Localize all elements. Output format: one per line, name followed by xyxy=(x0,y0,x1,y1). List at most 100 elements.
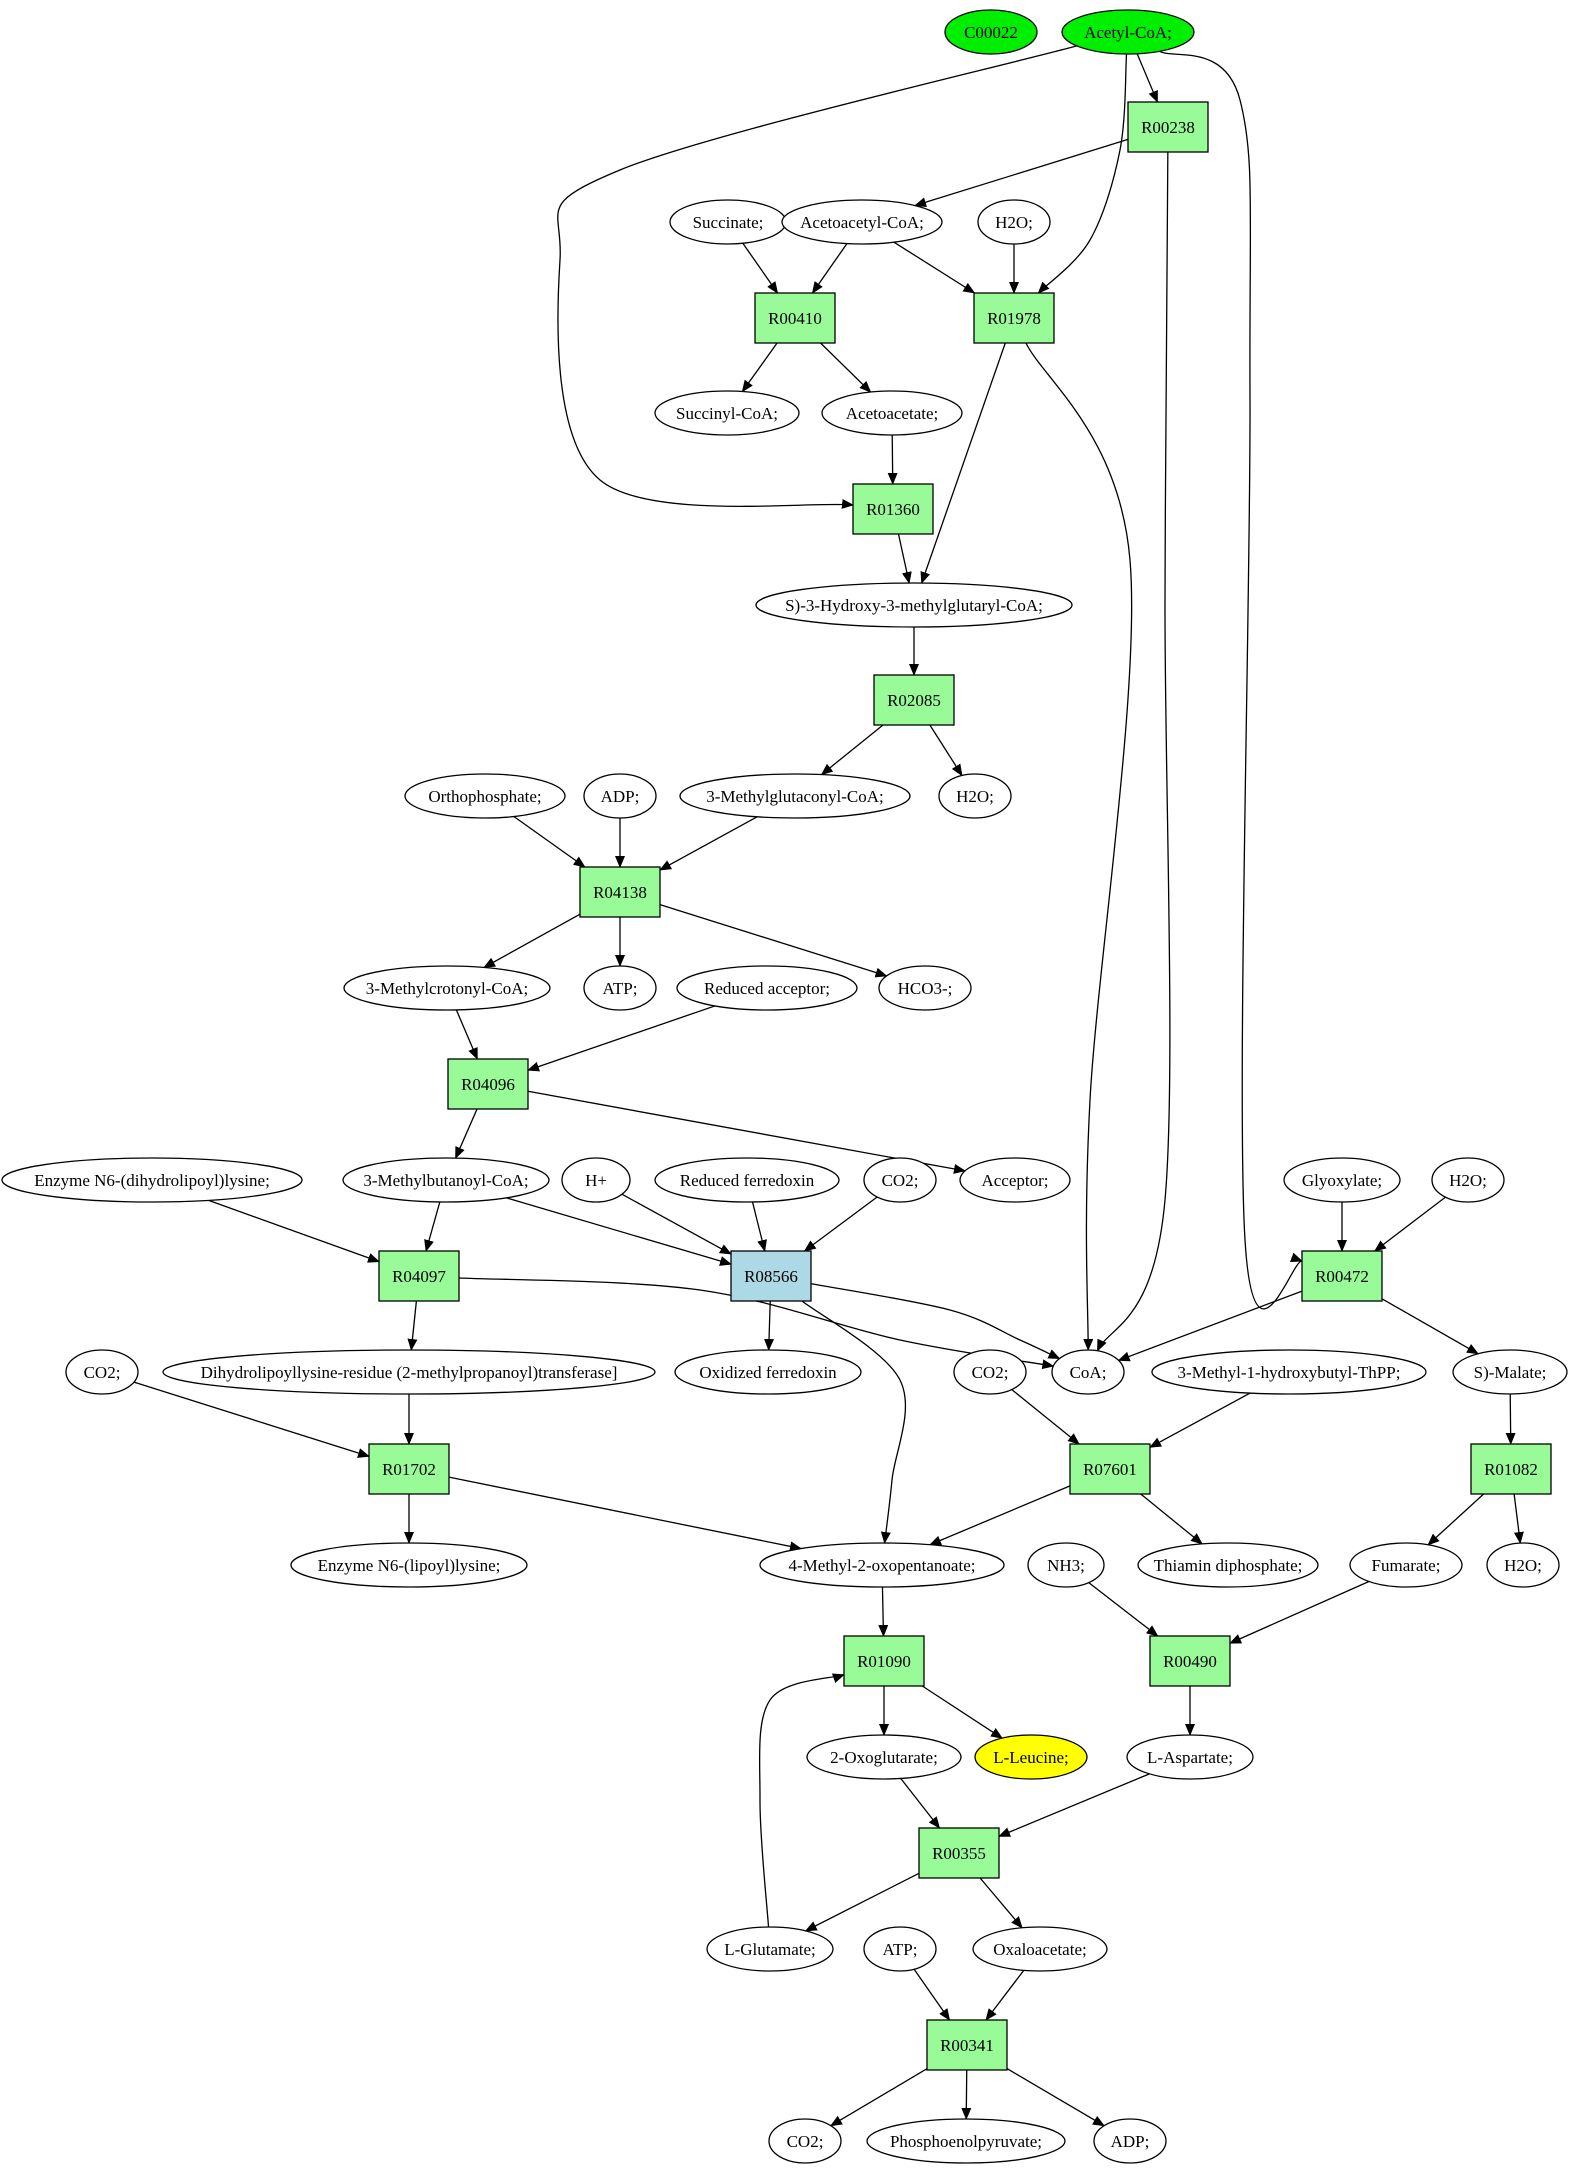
node-label: Acetoacetate; xyxy=(846,404,939,423)
node-r08566: R08566 xyxy=(730,1250,812,1302)
node-label: ATP; xyxy=(883,1940,918,1959)
compound-node-shape xyxy=(821,390,963,436)
node-r01702: R01702 xyxy=(368,1443,450,1495)
edge-r00472-to-smalate xyxy=(1381,1298,1479,1355)
edge-h2o_c-to-r00472 xyxy=(1374,1196,1446,1252)
node-label: H+ xyxy=(585,1171,607,1190)
compound-node-shape xyxy=(806,1734,962,1780)
node-co2_a: CO2; xyxy=(863,1157,937,1203)
edge-acetoacetate-to-r01360 xyxy=(887,434,898,485)
compound-node-shape xyxy=(1137,1542,1319,1588)
edge-r00355-to-glutamate xyxy=(804,1872,920,1932)
node-r00355: R00355 xyxy=(918,1827,1000,1879)
node-label: 3-Methylbutanoyl-CoA; xyxy=(363,1171,528,1190)
edge-r08566-to-oxidizedferredoxin xyxy=(764,1300,775,1351)
node-adp_b: ADP; xyxy=(1093,2118,1167,2164)
compound-node-shape xyxy=(342,1157,550,1203)
edge-oxaloacetate-to-r00341 xyxy=(985,1969,1025,2021)
edge-r00341-to-phosphoenolpyruvate xyxy=(961,2069,972,2120)
edge-r01702-to-methyloxopentanoate xyxy=(448,1476,802,1552)
edge-r02085-to-methylglutaconylcoa xyxy=(820,724,884,776)
node-label: Enzyme N6-(dihydrolipoyl)lysine; xyxy=(34,1171,270,1190)
edge-r02085-to-h2o_b xyxy=(929,724,963,777)
node-smalate: S)-Malate; xyxy=(1452,1349,1568,1395)
reaction-node-shape xyxy=(1069,1443,1151,1495)
node-thiamindiphosphate: Thiamin diphosphate; xyxy=(1137,1542,1319,1588)
node-label: L-Leucine; xyxy=(993,1748,1069,1767)
reaction-node-shape xyxy=(447,1058,529,1110)
compound-node-shape xyxy=(1431,1157,1505,1203)
reaction-node-shape xyxy=(1149,1635,1231,1687)
compound-node-shape xyxy=(1151,1349,1427,1395)
compound-node-shape xyxy=(863,1157,937,1203)
node-r00490: R00490 xyxy=(1149,1635,1231,1687)
node-r01360: R01360 xyxy=(852,483,934,535)
compound-node-shape xyxy=(953,1349,1027,1395)
node-r00238: R00238 xyxy=(1127,101,1209,153)
node-label: Enzyme N6-(lipoyl)lysine; xyxy=(318,1556,501,1575)
node-label: Thiamin diphosphate; xyxy=(1154,1556,1303,1575)
node-methylcrotonylcoa: 3-Methylcrotonyl-CoA; xyxy=(343,965,551,1011)
edge-co2_a-to-r08566 xyxy=(803,1196,878,1252)
reaction-node-shape xyxy=(1127,101,1209,153)
reaction-node-shape xyxy=(730,1250,812,1302)
node-c00022: C00022 xyxy=(944,9,1038,55)
node-label: Acetyl-CoA; xyxy=(1084,23,1172,42)
edge-r07601-to-methyloxopentanoate xyxy=(929,1485,1071,1546)
reaction-node-shape xyxy=(579,866,661,918)
compound-node-shape xyxy=(583,965,657,1011)
edge-nh3-to-r00490 xyxy=(1088,1582,1159,1637)
node-co2_c: CO2; xyxy=(953,1349,1027,1395)
edge-atp_b-to-r00341 xyxy=(913,1968,951,2021)
node-label: R00238 xyxy=(1141,118,1195,137)
compound-node-shape xyxy=(944,9,1038,55)
edge-methylbutanoylcoa-to-r08566 xyxy=(506,1197,732,1266)
node-succinylcoa: Succinyl-CoA; xyxy=(654,390,800,436)
node-label: CO2; xyxy=(882,1171,919,1190)
node-label: L-Aspartate; xyxy=(1147,1748,1233,1767)
node-label: R00341 xyxy=(940,2036,994,2055)
edge-fumarate-to-r00490 xyxy=(1229,1580,1370,1644)
compound-node-shape xyxy=(863,1926,937,1972)
node-co2_d: CO2; xyxy=(768,2118,842,2164)
node-label: Succinyl-CoA; xyxy=(676,404,778,423)
node-label: ATP; xyxy=(603,979,638,998)
reaction-node-shape xyxy=(1301,1250,1383,1302)
node-label: Oxaloacetate; xyxy=(993,1940,1086,1959)
edge-r04138-to-hco3 xyxy=(659,903,888,978)
node-atp_a: ATP; xyxy=(583,965,657,1011)
edge-r04097-to-dihydrolipoyllysine xyxy=(407,1300,418,1351)
compound-node-shape xyxy=(654,1157,840,1203)
edge-r01082-to-fumarate xyxy=(1427,1493,1485,1546)
edge-reducedferredoxin-to-r08566 xyxy=(751,1201,767,1252)
node-r00341: R00341 xyxy=(926,2019,1008,2071)
node-atp_b: ATP; xyxy=(863,1926,937,1972)
node-label: H2O; xyxy=(1449,1171,1487,1190)
node-hplus: H+ xyxy=(561,1157,631,1203)
node-label: R07601 xyxy=(1083,1460,1137,1479)
edge-co2_b-to-r01702 xyxy=(133,1381,370,1458)
node-acetylcoa: Acetyl-CoA; xyxy=(1061,9,1195,55)
reaction-node-shape xyxy=(918,1827,1000,1879)
node-enzymedihydro: Enzyme N6-(dihydrolipoyl)lysine; xyxy=(1,1157,303,1203)
node-coa: CoA; xyxy=(1051,1349,1125,1395)
compound-node-shape xyxy=(1283,1157,1401,1203)
node-glutamate: L-Glutamate; xyxy=(706,1926,834,1972)
node-label: S)-Malate; xyxy=(1474,1363,1547,1382)
node-label: 3-Methylcrotonyl-CoA; xyxy=(366,979,528,998)
edge-r00341-to-co2_d xyxy=(829,2068,928,2127)
node-adp_a: ADP; xyxy=(583,773,657,819)
edge-r07601-to-thiamindiphosphate xyxy=(1140,1493,1203,1545)
node-h2o_b: H2O; xyxy=(938,773,1012,819)
node-reducedferredoxin: Reduced ferredoxin xyxy=(654,1157,840,1203)
compound-node-shape xyxy=(1061,9,1195,55)
node-label: ADP; xyxy=(601,787,640,806)
edge-acetylcoa-to-r01978 xyxy=(1037,53,1128,294)
edge-r04096-to-acceptor xyxy=(527,1090,966,1174)
node-label: CoA; xyxy=(1070,1363,1107,1382)
node-oxidizedferredoxin: Oxidized ferredoxin xyxy=(674,1349,862,1395)
node-label: Acetoacetyl-CoA; xyxy=(800,213,924,232)
reaction-node-shape xyxy=(1470,1443,1552,1495)
compound-node-shape xyxy=(1,1157,303,1203)
node-phosphoenolpyruvate: Phosphoenolpyruvate; xyxy=(866,2118,1066,2164)
